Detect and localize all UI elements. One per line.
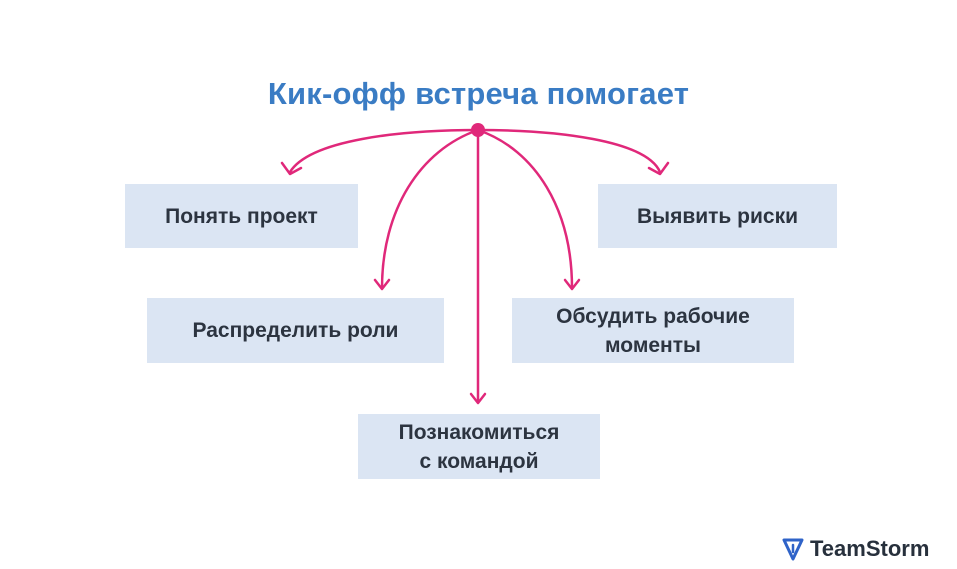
box-label: Обсудить рабочие моменты	[556, 304, 750, 357]
arrowhead-meet-team	[469, 392, 487, 405]
arrow-to-understand-project	[288, 128, 480, 174]
box-meet-team: Познакомиться с командой	[358, 414, 600, 479]
brand-logo: TeamStorm	[782, 535, 929, 563]
box-label: Распределить роли	[192, 319, 399, 342]
origin-dot	[471, 123, 485, 137]
arrowhead-discuss-moments	[563, 278, 581, 291]
teamstorm-logo-icon	[782, 538, 804, 561]
box-label: Познакомиться с командой	[398, 420, 560, 473]
box-label: Понять проект	[165, 204, 318, 228]
arrow-to-assign-roles	[380, 128, 480, 290]
arrow-to-discuss-moments	[476, 128, 574, 290]
box-understand-project: Понять проект	[125, 184, 358, 248]
box-discuss-work-moments: Обсудить рабочие моменты	[512, 298, 794, 363]
diagram-title: Кик-офф встреча помогает	[267, 76, 690, 111]
arrowhead-understand-project	[280, 161, 303, 176]
box-identify-risks: Выявить риски	[598, 184, 837, 248]
box-label: Выявить риски	[636, 204, 799, 228]
arrow-to-identify-risks	[476, 128, 662, 174]
box-assign-roles: Распределить роли	[147, 298, 444, 363]
brand-name: TeamStorm	[810, 536, 930, 561]
arrowhead-assign-roles	[373, 278, 391, 291]
arrowhead-identify-risks	[647, 161, 670, 176]
